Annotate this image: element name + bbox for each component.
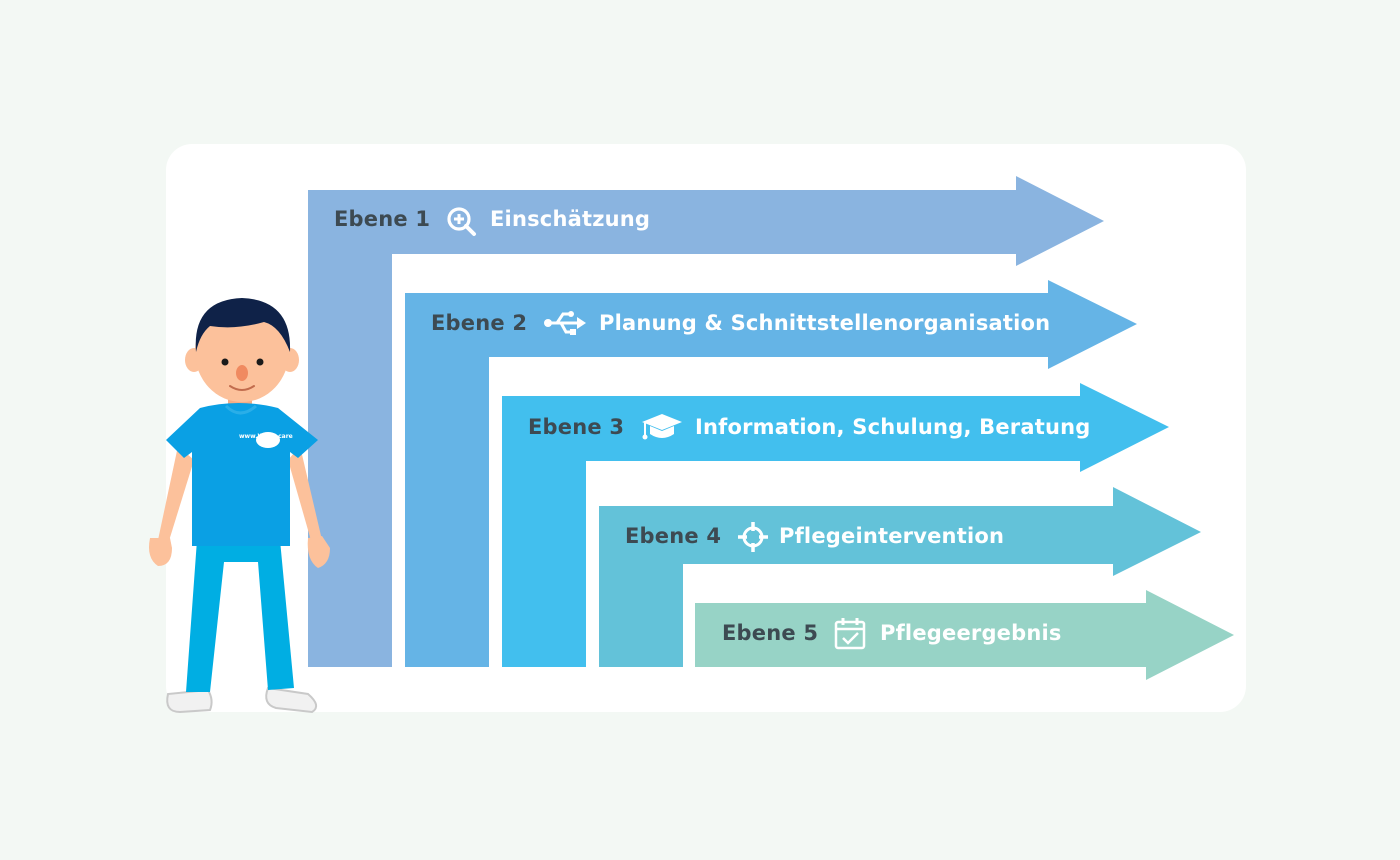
level-5-arrow (695, 590, 1234, 680)
crosshair-icon (738, 522, 768, 552)
level-4-arrow (599, 487, 1201, 667)
level-3-label: Ebene 3 (528, 415, 625, 439)
level-3-title: Information, Schulung, Beratung (695, 415, 1091, 439)
level-1-label: Ebene 1 (334, 207, 431, 231)
level-2-label: Ebene 2 (431, 311, 528, 335)
level-4-label: Ebene 4 (625, 524, 722, 548)
level-1-title: Einschätzung (490, 207, 651, 231)
level-5-label: Ebene 5 (722, 621, 819, 645)
shirt-logo-text: www.WIBU.care (239, 433, 293, 440)
calendar-check-icon (834, 618, 866, 650)
graduation-cap-icon (642, 414, 682, 440)
level-5-title: Pflegeergebnis (880, 621, 1062, 645)
magnify-plus-icon (447, 207, 476, 236)
nurse-character (149, 298, 330, 714)
level-2-title: Planung & Schnittstellenorganisation (599, 311, 1051, 335)
level-1-arrow (308, 176, 1104, 667)
level-4-title: Pflegeintervention (779, 524, 1005, 548)
usb-icon (544, 311, 586, 335)
level-2-arrow (405, 280, 1137, 667)
level-3-arrow (502, 383, 1169, 667)
